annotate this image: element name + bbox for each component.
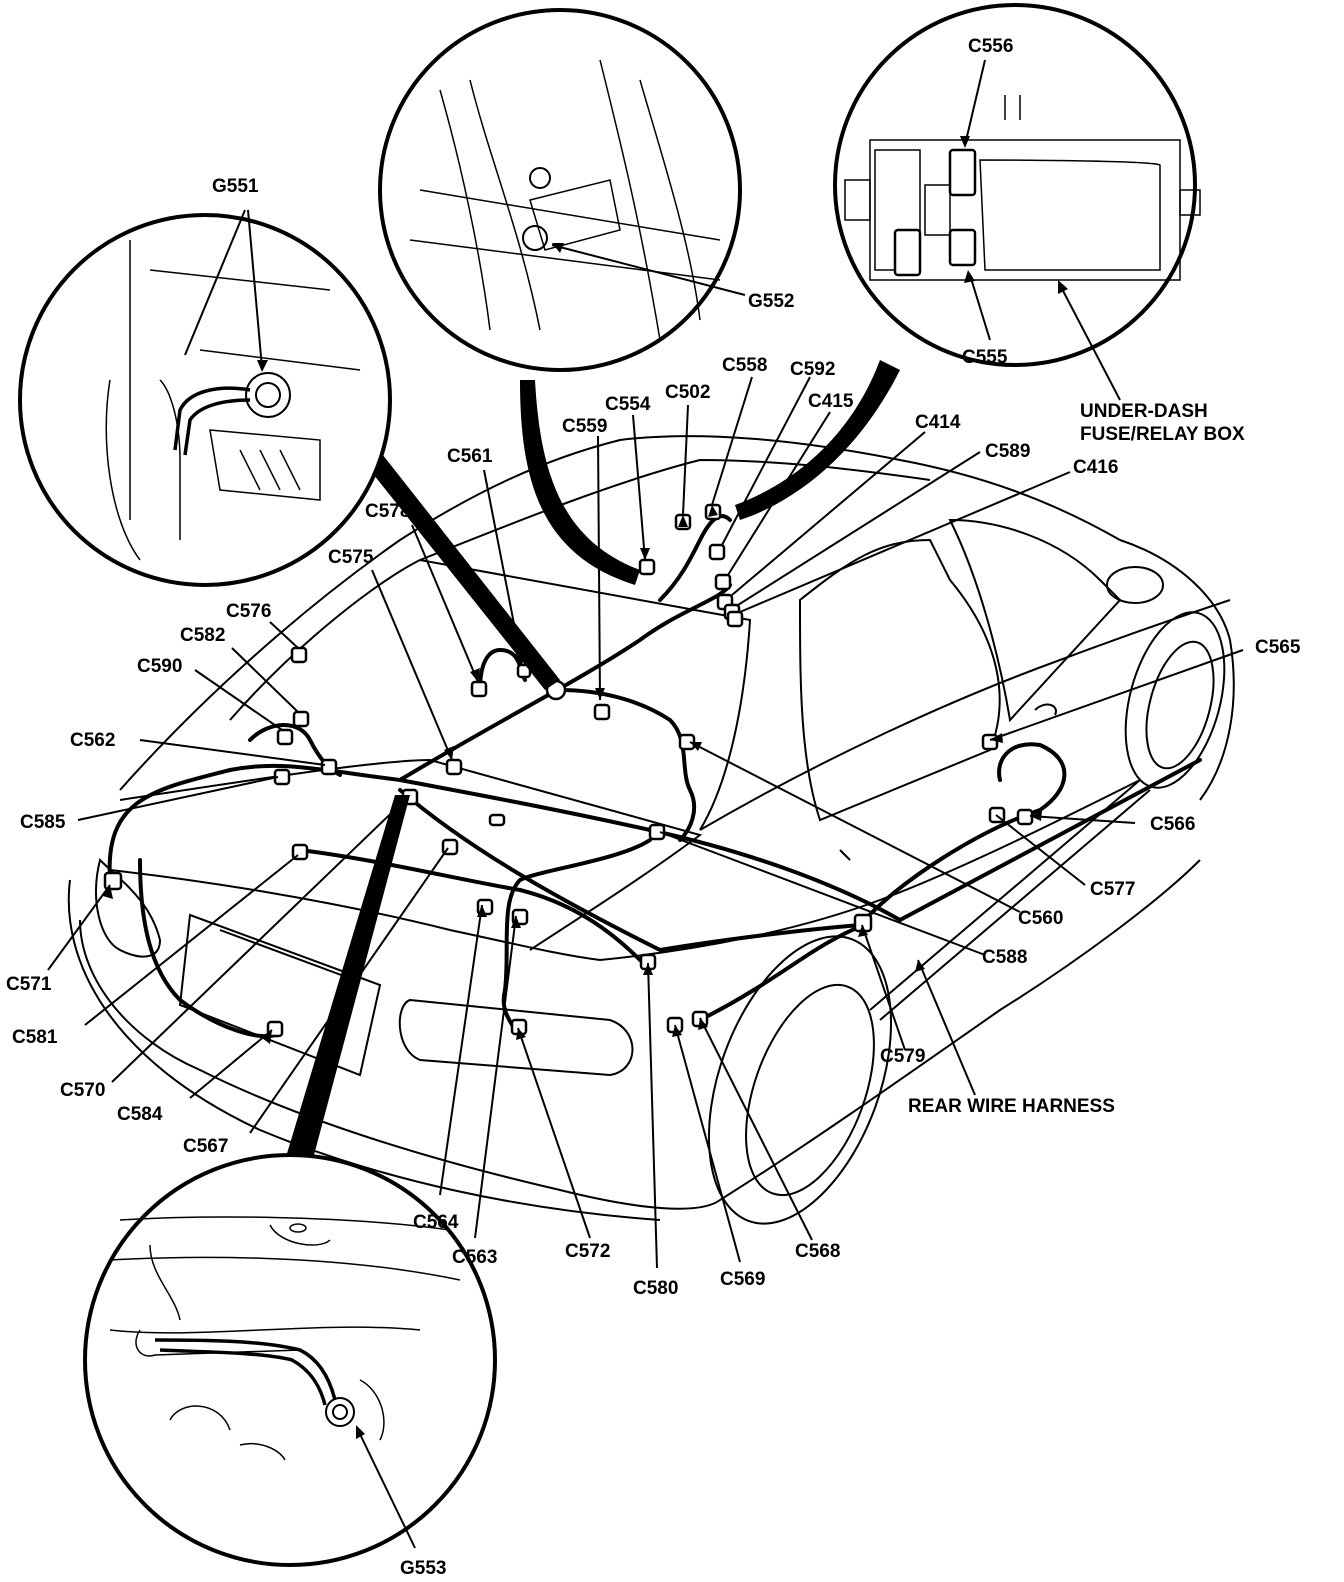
inset-g552: G552 <box>378 8 794 372</box>
connectors <box>103 503 1034 1038</box>
connector-misc <box>488 813 506 827</box>
label-c560: C560 <box>1018 908 1063 929</box>
label-c577: C577 <box>1090 879 1135 900</box>
label-c572: C572 <box>565 1241 610 1262</box>
connector-c565 <box>981 733 999 751</box>
connector-c578 <box>470 680 488 698</box>
rear-wire-harness <box>107 514 1202 1039</box>
connector-c571 <box>103 871 123 891</box>
label-c562: C562 <box>70 730 115 751</box>
label-c567: C567 <box>183 1136 228 1157</box>
label-c561: C561 <box>447 446 493 467</box>
label-c568: C568 <box>795 1241 840 1262</box>
connector-c590 <box>276 728 294 746</box>
connector-c575 <box>445 758 463 776</box>
connector-c576 <box>290 646 308 664</box>
label-c576: C576 <box>226 601 271 622</box>
inset-fuse-box: C556 C555 UNDER-DASH FUSE/RELAY BOX <box>833 3 1245 445</box>
inset-g551: G551 <box>18 176 392 587</box>
label-c584: C584 <box>117 1104 163 1125</box>
label-c582: C582 <box>180 625 225 646</box>
connector-c582 <box>292 710 310 728</box>
label-c556: C556 <box>968 36 1013 57</box>
connector-c554 <box>638 558 656 576</box>
connector-c416 <box>726 610 744 628</box>
label-c416: C416 <box>1073 457 1118 478</box>
label-c565: C565 <box>1255 637 1301 658</box>
label-g552: G552 <box>748 291 794 312</box>
connector-c566 <box>1016 808 1034 826</box>
inset-g553: G553 <box>83 1153 497 1579</box>
connector-labels: C558 C592 C502 C554 C415 C559 C414 C561 … <box>6 355 1301 1299</box>
label-c559: C559 <box>562 416 607 437</box>
label-c415: C415 <box>808 391 854 412</box>
label-c575: C575 <box>328 547 374 568</box>
label-fuse-box-line1: UNDER-DASH <box>1080 401 1208 422</box>
label-c558: C558 <box>722 355 767 376</box>
leader-arrows <box>103 505 1042 1044</box>
inset-wedges <box>282 360 900 1170</box>
connector-c559 <box>593 703 611 721</box>
label-c580: C580 <box>633 1278 678 1299</box>
leader-lines <box>47 376 1244 1269</box>
connector-c415 <box>714 573 732 591</box>
car-body <box>67 435 1235 1225</box>
label-c564: C564 <box>413 1212 459 1233</box>
label-c592: C592 <box>790 359 835 380</box>
label-fuse-box-line2: FUSE/RELAY BOX <box>1080 424 1245 445</box>
connector-c592 <box>708 543 726 561</box>
label-c581: C581 <box>12 1027 58 1048</box>
label-c578: C578 <box>365 501 410 522</box>
connector-c562 <box>320 758 338 776</box>
label-c571: C571 <box>6 974 52 995</box>
label-c554: C554 <box>605 394 651 415</box>
label-c563: C563 <box>452 1247 497 1268</box>
label-c566: C566 <box>1150 814 1195 835</box>
label-c585: C585 <box>20 812 66 833</box>
label-g553: G553 <box>400 1558 446 1579</box>
connector-c588 <box>648 823 666 841</box>
label-rear-wire-harness: REAR WIRE HARNESS <box>908 1096 1115 1117</box>
label-c414: C414 <box>915 412 961 433</box>
label-c570: C570 <box>60 1080 105 1101</box>
label-c589: C589 <box>985 441 1030 462</box>
label-g551: G551 <box>212 176 259 197</box>
label-c579: C579 <box>880 1046 925 1067</box>
label-c555: C555 <box>962 347 1008 368</box>
label-c588: C588 <box>982 947 1027 968</box>
label-c502: C502 <box>665 382 710 403</box>
label-c590: C590 <box>137 656 182 677</box>
label-c569: C569 <box>720 1269 765 1290</box>
